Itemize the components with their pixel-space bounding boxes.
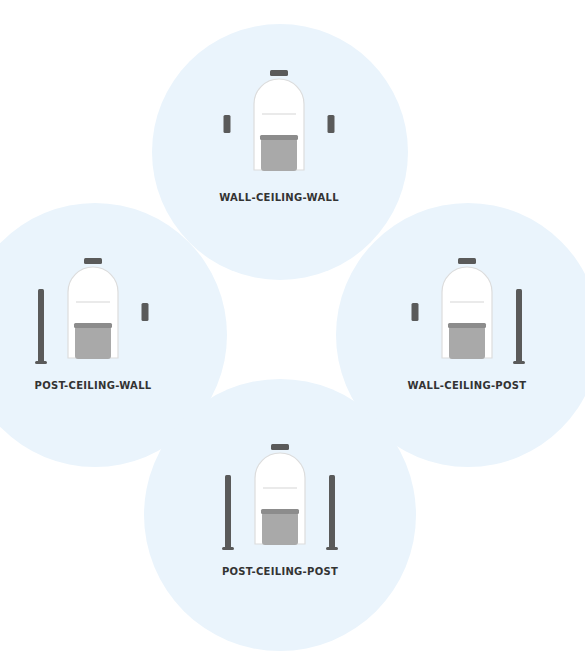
zone-label: WALL-CEILING-WALL <box>149 192 409 203</box>
wall-mount <box>412 303 419 321</box>
zone-label: POST-CEILING-POST <box>150 566 410 577</box>
floor-post <box>225 475 231 549</box>
zone-circle <box>152 24 408 280</box>
chair-seat <box>262 512 298 545</box>
zone-circle <box>144 379 416 651</box>
wall-mount <box>142 303 149 321</box>
chair-illustration <box>0 246 223 376</box>
ceiling-mount <box>270 70 288 76</box>
chair-body <box>68 267 118 358</box>
floor-post <box>329 475 335 549</box>
chair-body <box>255 453 305 544</box>
chair-line <box>262 113 296 114</box>
chair-seat <box>449 326 485 359</box>
wall-mount <box>224 115 231 133</box>
floor-post <box>516 289 522 363</box>
zone-node: WALL-CEILING-WALL <box>149 58 409 228</box>
seat-edge <box>260 135 298 140</box>
chair-body <box>442 267 492 358</box>
seat-edge <box>74 323 112 328</box>
ceiling-mount <box>458 258 476 264</box>
post-base <box>222 547 234 550</box>
chair-line <box>263 487 297 488</box>
zone-node: POST-CEILING-POST <box>150 432 410 602</box>
wall-mount <box>328 115 335 133</box>
chair-seat <box>261 138 297 171</box>
post-base <box>513 361 525 364</box>
chair-illustration <box>149 58 409 188</box>
chair-line <box>76 301 110 302</box>
chair-body <box>254 79 304 170</box>
floor-post <box>38 289 44 363</box>
chair-seat <box>75 326 111 359</box>
zone-node: POST-CEILING-WALL <box>0 246 223 416</box>
post-base <box>35 361 47 364</box>
ceiling-mount <box>271 444 289 450</box>
zone-label: WALL-CEILING-POST <box>337 380 585 391</box>
zone-node: WALL-CEILING-POST <box>337 246 585 416</box>
chair-line <box>450 301 484 302</box>
seat-edge <box>261 509 299 514</box>
seat-edge <box>448 323 486 328</box>
zone-label: POST-CEILING-WALL <box>0 380 223 391</box>
post-base <box>326 547 338 550</box>
ceiling-mount <box>84 258 102 264</box>
chair-illustration <box>150 432 410 562</box>
chair-illustration <box>337 246 585 376</box>
